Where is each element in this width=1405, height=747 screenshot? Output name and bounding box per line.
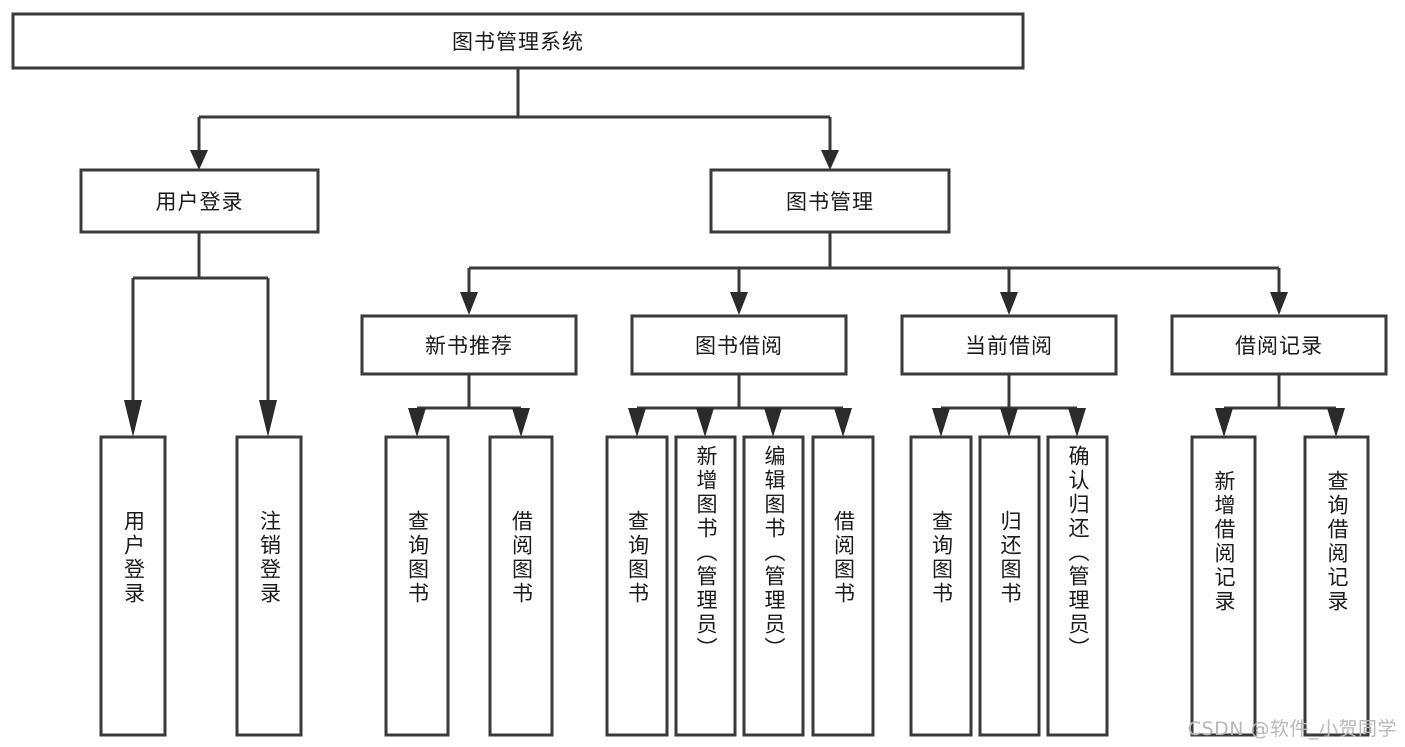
node-leaf-user-logout[interactable] xyxy=(235,435,303,737)
arrow-to-leaf-query-book-3 xyxy=(932,408,950,437)
arrow-to-leaf-borrow-book-2 xyxy=(834,408,852,437)
arrow-to-leaf-add-record xyxy=(1215,408,1233,437)
node-leaf-query-book-3[interactable] xyxy=(909,435,973,737)
arrow-root-to-book-manage xyxy=(821,150,839,170)
arrow-to-leaf-query-book-2 xyxy=(628,408,646,437)
node-book-manage[interactable] xyxy=(709,168,951,234)
node-leaf-borrow-book-2[interactable] xyxy=(811,435,875,737)
arrow-to-leaf-query-record xyxy=(1327,408,1345,437)
node-box-layer xyxy=(11,12,1388,737)
arrow-to-book-borrow xyxy=(730,292,748,315)
arrow-root-to-user-login xyxy=(190,150,208,170)
node-leaf-add-record[interactable] xyxy=(1190,435,1257,737)
node-root[interactable] xyxy=(11,12,1025,70)
node-leaf-edit-book[interactable] xyxy=(742,435,805,737)
arrow-to-leaf-borrow-book-1 xyxy=(512,408,530,437)
arrow-to-current-borrow xyxy=(1000,292,1018,315)
node-borrow-record[interactable] xyxy=(1170,314,1388,376)
arrow-to-leaf-user-login xyxy=(124,400,142,437)
node-current-borrow[interactable] xyxy=(900,314,1118,376)
node-leaf-query-book-1[interactable] xyxy=(384,435,450,737)
arrow-to-new-book-recommend xyxy=(460,292,478,315)
arrow-to-leaf-user-logout xyxy=(259,400,277,437)
arrow-to-leaf-edit-book xyxy=(764,408,782,437)
node-new-book-recommend[interactable] xyxy=(360,314,578,376)
node-leaf-borrow-book-1[interactable] xyxy=(488,435,554,737)
node-leaf-query-book-2[interactable] xyxy=(605,435,669,737)
arrow-to-leaf-add-book xyxy=(696,408,714,437)
node-leaf-query-record[interactable] xyxy=(1303,435,1370,737)
arrow-to-leaf-confirm-return xyxy=(1068,408,1086,437)
arrow-to-leaf-return-book xyxy=(1000,408,1018,437)
node-book-borrow[interactable] xyxy=(630,314,848,376)
node-leaf-user-login[interactable] xyxy=(99,435,167,737)
node-leaf-add-book[interactable] xyxy=(674,435,737,737)
connector-layer xyxy=(124,68,1345,437)
node-user-login[interactable] xyxy=(79,168,320,234)
arrow-to-leaf-query-book-1 xyxy=(408,408,426,437)
node-leaf-confirm-return[interactable] xyxy=(1046,435,1109,737)
csdn-watermark: CSDN @软件_小贺同学 xyxy=(1187,718,1397,740)
arrow-to-borrow-record xyxy=(1270,292,1288,315)
node-leaf-return-book[interactable] xyxy=(978,435,1041,737)
